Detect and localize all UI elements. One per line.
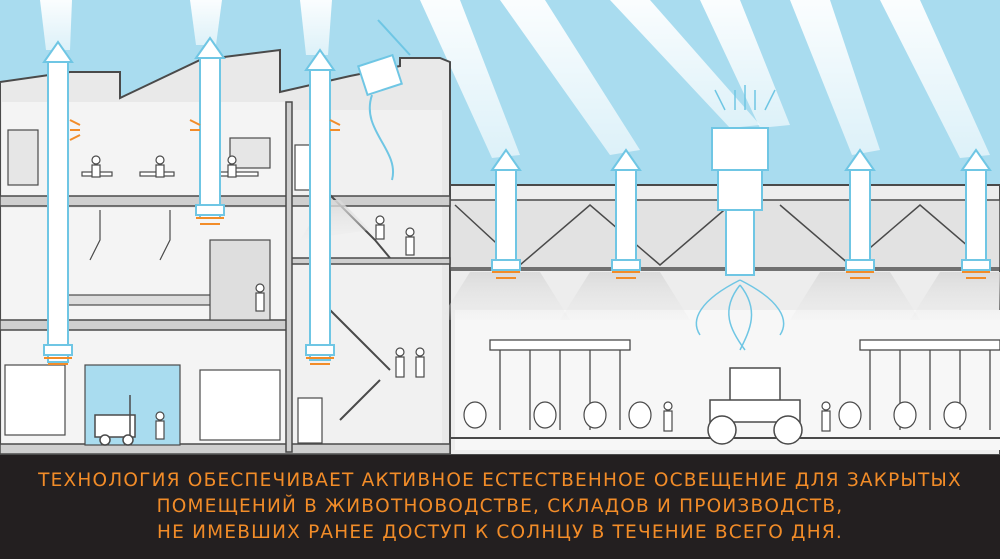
daylighting-illustration <box>0 0 1000 455</box>
worker-icon <box>663 401 673 432</box>
light-pipe-icon <box>194 36 226 219</box>
caption-bar: ТЕХНОЛОГИЯ ОБЕСПЕЧИВАЕТ АКТИВНОЕ ЕСТЕСТВ… <box>0 455 1000 559</box>
floor-slabs <box>0 101 451 455</box>
caption-line-1: ТЕХНОЛОГИЯ ОБЕСПЕЧИВАЕТ АКТИВНОЕ ЕСТЕСТВ… <box>38 470 962 491</box>
worker-icon <box>155 411 165 440</box>
light-pipe-icon <box>844 148 876 271</box>
worker-icon <box>821 401 831 432</box>
cow-icon <box>463 401 487 429</box>
worker-icon <box>375 215 385 240</box>
cow-icon <box>583 401 607 429</box>
worker-icon <box>415 347 425 378</box>
light-collector-icon <box>356 19 411 181</box>
light-collector-icon <box>711 127 769 276</box>
warehouse-shelves <box>4 364 281 446</box>
light-pipe-icon <box>490 148 522 271</box>
worker-icon <box>91 155 101 178</box>
worker-icon <box>155 155 165 178</box>
door-right <box>297 397 323 444</box>
worker-icon <box>255 283 265 312</box>
workers <box>91 155 831 440</box>
caption-line-2: ПОМЕЩЕНИЙ В ЖИВОТНОВОДСТВЕ, СКЛАДОВ И ПР… <box>156 496 844 517</box>
light-pipe-icon <box>304 48 336 361</box>
cow-icon <box>893 401 917 429</box>
sun-beams <box>40 0 990 158</box>
tractor-icon <box>707 367 803 445</box>
light-pipe-icon <box>960 148 992 271</box>
cow-icon <box>838 401 862 429</box>
cow-icon <box>533 401 557 429</box>
office-desks <box>7 129 271 186</box>
worker-icon <box>395 347 405 378</box>
light-pipes <box>42 36 992 363</box>
forklift-icon <box>94 395 136 446</box>
cow-icon <box>943 401 967 429</box>
light-pipe-icon <box>42 40 74 363</box>
cows <box>463 401 967 429</box>
worker-icon <box>227 155 237 178</box>
light-pipe-icon <box>610 148 642 271</box>
cow-icon <box>628 401 652 429</box>
glow-marks <box>44 119 990 365</box>
light-diffuser-icon <box>695 85 785 351</box>
worker-icon <box>405 227 415 256</box>
cow-stalls <box>489 339 1000 430</box>
caption-line-3: НЕ ИМЕВШИХ РАНЕЕ ДОСТУП К СОЛНЦУ В ТЕЧЕН… <box>157 522 843 543</box>
